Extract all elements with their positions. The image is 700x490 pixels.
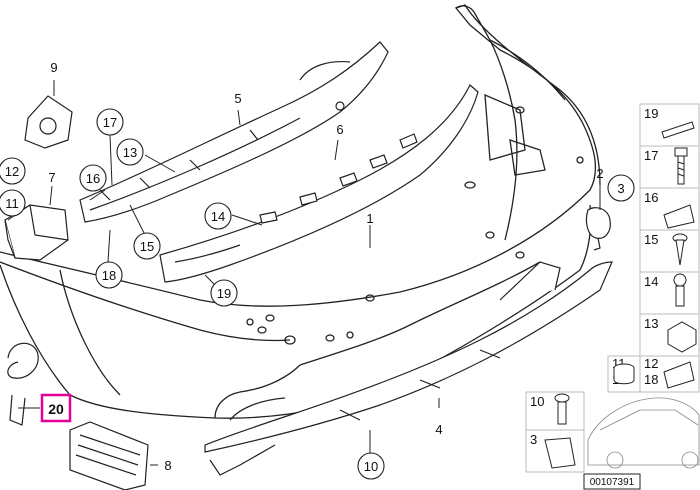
callout-3-circle: 3 (607, 174, 635, 202)
upper-reinforcement-drawing (79, 41, 389, 223)
plastic-rivet-icon (673, 273, 687, 307)
callouts: 9 5 17 13 6 12 7 16 11 14 1 (0, 60, 635, 480)
callout-14: 14 (211, 209, 225, 224)
cover-cap-icon (544, 437, 576, 469)
legend-row-15[interactable]: 15 (639, 229, 700, 273)
hex-nut-icon (667, 321, 697, 353)
grommet-icon (613, 363, 635, 385)
callout-12: 12 (5, 164, 19, 179)
legend-number: 19 (644, 106, 658, 121)
reflector-drawing (69, 421, 149, 490)
callout-17: 17 (103, 115, 117, 130)
callout-19-circle: 19 (210, 279, 238, 307)
callout-13: 13 (123, 145, 137, 160)
spring-clip-icon (661, 121, 695, 139)
legend-number: 3 (530, 432, 537, 447)
callout-3: 3 (617, 181, 624, 196)
clip-nut-icon (663, 204, 695, 229)
callout-19: 19 (217, 286, 231, 301)
parts-legend: 19 17 16 15 (525, 103, 700, 473)
callout-8: 8 (164, 458, 171, 473)
callout-13-circle: 13 (116, 138, 144, 166)
callout-6: 6 (336, 122, 343, 137)
spring-nut-icon (663, 361, 695, 389)
legend-row-16[interactable]: 16 (639, 187, 700, 231)
callout-2: 2 (596, 166, 603, 181)
legend-row-19[interactable]: 19 (639, 103, 700, 147)
legend-number: 17 (644, 148, 658, 163)
lower-reinforcement-drawing (159, 84, 479, 283)
callout-11: 11 (5, 196, 19, 211)
callout-10: 10 (364, 459, 378, 474)
callout-18: 18 (102, 268, 116, 283)
highlight-box (40, 393, 72, 423)
callout-20-highlight[interactable]: 20 (40, 393, 72, 423)
callout-17-circle: 17 (96, 108, 124, 136)
lower-trim-strip-drawing (204, 261, 613, 476)
diagram-id-box: 00107391 (583, 473, 641, 490)
callout-5: 5 (234, 91, 241, 106)
tow-hook-cover-drawing (585, 207, 611, 251)
legend-row-12-18[interactable]: 12 18 (639, 355, 700, 393)
screw-icon (672, 233, 688, 266)
legend-number: 12 (644, 356, 658, 371)
callout-16: 16 (86, 171, 100, 186)
bolt-icon (674, 147, 688, 185)
legend-row-14[interactable]: 14 (639, 271, 700, 315)
callout-11-circle: 11 (0, 189, 26, 217)
callout-15: 15 (140, 239, 154, 254)
callout-18-circle: 18 (95, 261, 123, 289)
diagram-id: 00107391 (590, 477, 635, 488)
callout-16-circle: 16 (79, 164, 107, 192)
legend-row-13[interactable]: 13 (639, 313, 700, 357)
callout-10-circle: 10 (357, 452, 385, 480)
callout-20: 20 (48, 401, 64, 417)
callout-1: 1 (366, 211, 373, 226)
legend-number: 15 (644, 232, 658, 247)
car-silhouette-drawing (587, 397, 700, 469)
legend-row-10[interactable]: 10 (525, 391, 585, 431)
callout-4: 4 (435, 422, 442, 437)
callout-9: 9 (50, 60, 57, 75)
legend-row-3[interactable]: 3 (525, 429, 585, 473)
callout-12-circle: 12 (0, 157, 26, 185)
expanding-rivet-icon (554, 393, 570, 425)
callout-15-circle: 15 (133, 232, 161, 260)
callout-7: 7 (48, 170, 55, 185)
legend-number: 14 (644, 274, 658, 289)
legend-row-17[interactable]: 17 (639, 145, 700, 189)
callout-14-circle: 14 (204, 202, 232, 230)
legend-number-secondary: 18 (644, 372, 658, 387)
clip-drawing (7, 342, 39, 426)
gasket-drawing (24, 95, 73, 149)
legend-number: 16 (644, 190, 658, 205)
legend-number: 13 (644, 316, 658, 331)
bracket-drawing (4, 204, 69, 261)
legend-number: 10 (530, 394, 544, 409)
